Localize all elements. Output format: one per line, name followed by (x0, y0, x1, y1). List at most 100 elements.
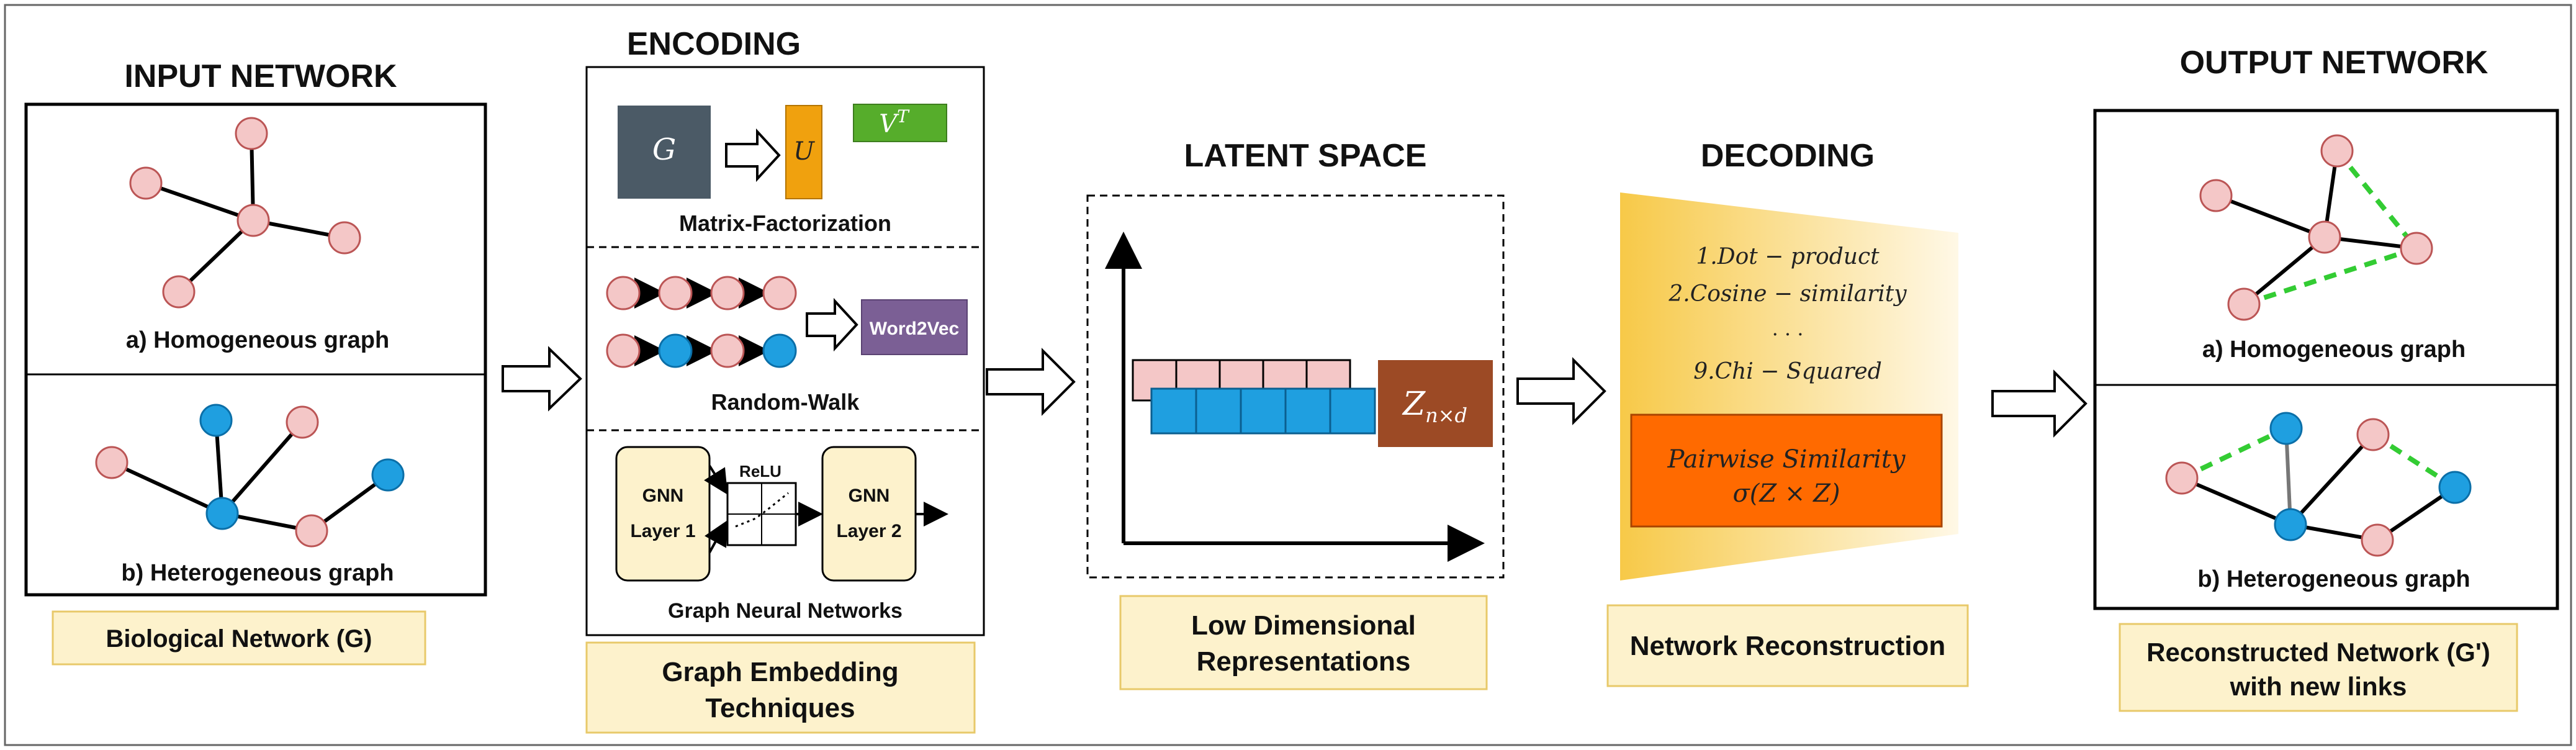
output-homogeneous-new-links (2243, 149, 2419, 307)
input-homogeneous-nodes (129, 117, 361, 309)
matrix-u (785, 105, 822, 199)
gnn-label: Graph Neural Networks (668, 599, 903, 623)
output-homogeneous-nodes (2199, 134, 2433, 321)
encoding-caption-line1: Graph Embedding (662, 657, 898, 687)
matrix-factorization-label: Matrix-Factorization (679, 210, 891, 236)
latent-caption-box (1119, 595, 1488, 690)
gnn-panel: GNN Layer 1 ReLU GNN Layer 2 Graph Neura… (615, 446, 948, 623)
walk-node (658, 276, 693, 310)
matrix-vt-label: VT (879, 106, 910, 138)
output-network-section: OUTPUT NETWORK a) Homogeneous graph (2093, 45, 2559, 712)
graph-node (236, 204, 270, 237)
mf-arrow (725, 128, 781, 183)
decoding-section: DECODING 1.Dot − product 2.Cosine − simi… (1606, 138, 1969, 687)
walk-node (658, 333, 693, 368)
walk-node (762, 276, 797, 310)
graph-node (286, 405, 319, 439)
graph-node (162, 275, 196, 309)
output-title: OUTPUT NETWORK (2180, 45, 2488, 81)
gnn-layer-1 (615, 446, 711, 582)
relu-curve (735, 492, 789, 528)
input-network-section: INPUT NETWORK a) Homogeneous graph (24, 58, 487, 666)
relu-label: ReLU (739, 462, 781, 481)
gnn-layer-2-title: GNN (849, 486, 890, 506)
walk-node (606, 276, 641, 310)
decode-method-ellipsis: . . . (1772, 317, 1804, 340)
flow-arrow-3 (1516, 357, 1606, 425)
matrix-u-label: U (793, 137, 815, 166)
latent-space-section: LATENT SPACE Zn×d Low Dimensional Repres… (1086, 138, 1505, 690)
walk-node (762, 333, 797, 368)
graph-node (2438, 471, 2472, 504)
matrix-factorization-panel: G U VT Matrix-Factorization (618, 104, 947, 236)
latent-title: LATENT SPACE (1184, 138, 1427, 174)
graph-node (2320, 134, 2354, 168)
gnn-layer-2-subtitle: Layer 2 (836, 521, 901, 541)
graph-node (129, 166, 163, 200)
decode-method-9: 9.Chi − Squared (1693, 359, 1882, 384)
decode-method-1: 1.Dot − product (1696, 244, 1880, 269)
output-caption-line2: with new links (2230, 672, 2407, 701)
flow-arrow-4 (1991, 369, 2087, 438)
matrix-g-label: G (652, 132, 676, 167)
output-caption-line1: Reconstructed Network (G') (2146, 638, 2490, 667)
latent-caption-line1: Low Dimensional (1191, 610, 1416, 641)
graph-node (205, 497, 239, 530)
input-graph-frame (24, 102, 487, 597)
input-heterogeneous-label: b) Heterogeneous graph (121, 560, 394, 586)
output-heterogeneous-nodes (2165, 412, 2472, 557)
graph-node (2400, 232, 2433, 265)
graph-node (199, 404, 233, 437)
matrix-vt (853, 104, 947, 142)
encoding-section: ENCODING G U VT Matrix-Factorization (585, 26, 985, 734)
word2vec-label: Word2Vec (870, 319, 960, 339)
input-caption-box (52, 610, 426, 666)
encoding-caption-box (585, 641, 976, 734)
pairwise-similarity-box (1630, 413, 1943, 528)
decoding-title: DECODING (1701, 138, 1875, 174)
embedding-vector-pink (1132, 359, 1351, 402)
graph-node (295, 514, 328, 548)
z-matrix-box (1378, 360, 1493, 447)
input-caption: Biological Network (G) (106, 625, 372, 653)
z-matrix-label: Zn×d (1402, 386, 1467, 427)
decoding-caption-box (1606, 604, 1969, 687)
encoding-title: ENCODING (627, 26, 801, 62)
matrix-g (618, 106, 711, 199)
input-heterogeneous-nodes (95, 404, 405, 548)
output-homogeneous-label: a) Homogeneous graph (2202, 337, 2466, 363)
graph-node (2274, 508, 2307, 541)
walk-node (710, 276, 745, 310)
graph-node (328, 221, 361, 255)
embedding-vector-blue (1150, 387, 1376, 435)
gnn-layer-2 (821, 446, 917, 582)
input-title: INPUT NETWORK (124, 58, 397, 94)
random-walk-panel: Word2Vec Random-Walk (606, 276, 968, 415)
decode-method-2: 2.Cosine − similarity (1668, 281, 1907, 307)
graph-node (371, 458, 405, 492)
word2vec-box (861, 299, 968, 355)
gnn-layer-1-title: GNN (642, 486, 684, 506)
pairwise-line2: σ(Z × Z) (1732, 479, 1840, 508)
input-homogeneous-label: a) Homogeneous graph (126, 327, 389, 353)
encoding-caption-line2: Techniques (705, 693, 855, 723)
rw-arrow (806, 297, 858, 352)
flow-arrow-2 (986, 348, 1076, 416)
gnn-layer-1-subtitle: Layer 1 (630, 521, 695, 541)
graph-node (2165, 461, 2199, 495)
graph-node (2356, 418, 2390, 451)
random-walk-label: Random-Walk (711, 389, 860, 415)
pairwise-line1: Pairwise Similarity (1667, 445, 1906, 474)
latent-caption-line2: Representations (1197, 646, 1411, 677)
flow-arrow-1 (502, 346, 582, 412)
graph-node (2308, 220, 2341, 254)
output-heterogeneous-label: b) Heterogeneous graph (2197, 566, 2470, 592)
outer-frame (4, 4, 2572, 746)
graph-node (235, 117, 268, 150)
graph-node (2361, 523, 2394, 557)
decoding-caption: Network Reconstruction (1630, 631, 1946, 661)
walk-node (710, 333, 745, 368)
graph-node (2269, 412, 2303, 445)
output-caption-box (2119, 623, 2518, 712)
